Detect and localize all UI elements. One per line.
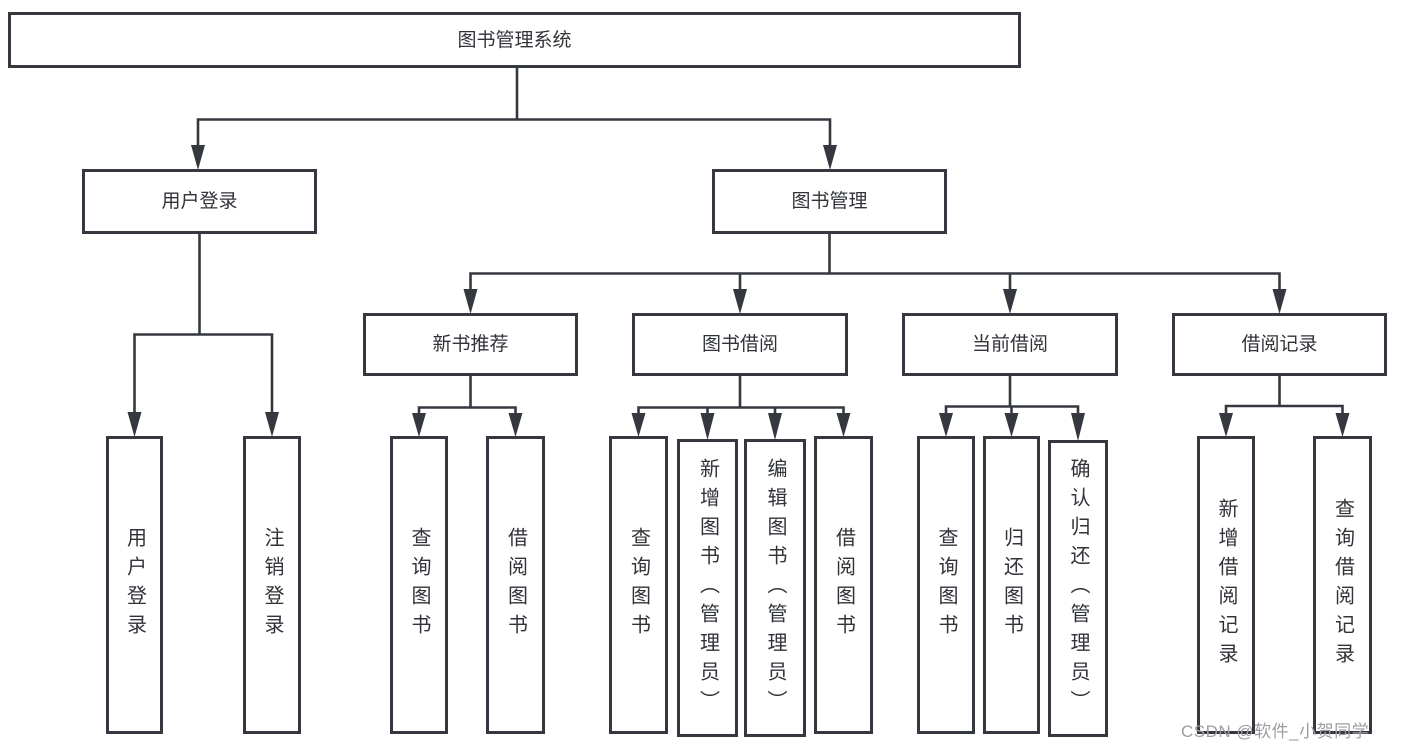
- node-book-management: 图书管理: [712, 169, 947, 234]
- node-library-system: 图书管理系统: [8, 12, 1021, 68]
- node-label-book-borrowing: 图书借阅: [701, 334, 778, 355]
- node-label-book-management: 图书管理: [791, 191, 868, 212]
- watermark: CSDN @软件_小贺同学: [1181, 722, 1370, 741]
- leaf-label-current-confirm-return-admin: 确认归还（管理员）: [1067, 458, 1089, 719]
- node-label-current-borrowing: 当前借阅: [971, 334, 1048, 355]
- leaf-current-return-books: 归还图书: [983, 436, 1040, 734]
- leaf-label-records-query-record: 查询借阅记录: [1331, 498, 1354, 672]
- leaf-label-records-add-record: 新增借阅记录: [1215, 498, 1237, 672]
- node-user-login: 用户登录: [82, 169, 317, 234]
- leaf-label-logout: 注销登录: [261, 527, 283, 643]
- leaf-label-newbooks-borrow-books: 借阅图书: [504, 527, 527, 643]
- leaf-logout: 注销登录: [243, 436, 301, 734]
- leaf-current-confirm-return-admin: 确认归还（管理员）: [1048, 440, 1108, 737]
- leaf-label-newbooks-query-books: 查询图书: [408, 527, 430, 643]
- leaf-label-borrowing-borrow-books: 借阅图书: [832, 527, 855, 643]
- leaf-label-borrowing-edit-books-admin: 编辑图书（管理员）: [764, 457, 786, 719]
- leaf-records-add-record: 新增借阅记录: [1197, 436, 1255, 734]
- leaf-borrowing-add-books-admin: 新增图书（管理员）: [677, 439, 738, 737]
- node-current-borrowing: 当前借阅: [902, 313, 1118, 376]
- leaf-label-borrowing-add-books-admin: 新增图书（管理员）: [696, 457, 719, 719]
- leaf-label-current-query-books: 查询图书: [935, 527, 957, 643]
- leaf-newbooks-borrow-books: 借阅图书: [486, 436, 545, 734]
- node-new-book-recommend: 新书推荐: [363, 313, 578, 376]
- leaf-borrowing-edit-books-admin: 编辑图书（管理员）: [744, 439, 806, 737]
- leaf-borrowing-borrow-books: 借阅图书: [814, 436, 873, 734]
- leaf-newbooks-query-books: 查询图书: [390, 436, 448, 734]
- node-borrowing-records: 借阅记录: [1172, 313, 1387, 376]
- node-book-borrowing: 图书借阅: [632, 313, 848, 376]
- node-label-new-book-recommend: 新书推荐: [432, 334, 509, 355]
- leaf-records-query-record: 查询借阅记录: [1313, 436, 1372, 734]
- node-label-user-login: 用户登录: [161, 191, 238, 212]
- leaf-label-current-return-books: 归还图书: [1000, 527, 1023, 643]
- leaf-current-query-books: 查询图书: [917, 436, 975, 734]
- node-label-library-system: 图书管理系统: [457, 29, 572, 51]
- node-label-borrowing-records: 借阅记录: [1241, 334, 1318, 355]
- leaf-borrowing-query-books: 查询图书: [609, 436, 668, 734]
- leaf-label-borrowing-query-books: 查询图书: [627, 527, 650, 643]
- leaf-label-user-login: 用户登录: [123, 527, 146, 643]
- leaf-user-login: 用户登录: [106, 436, 163, 734]
